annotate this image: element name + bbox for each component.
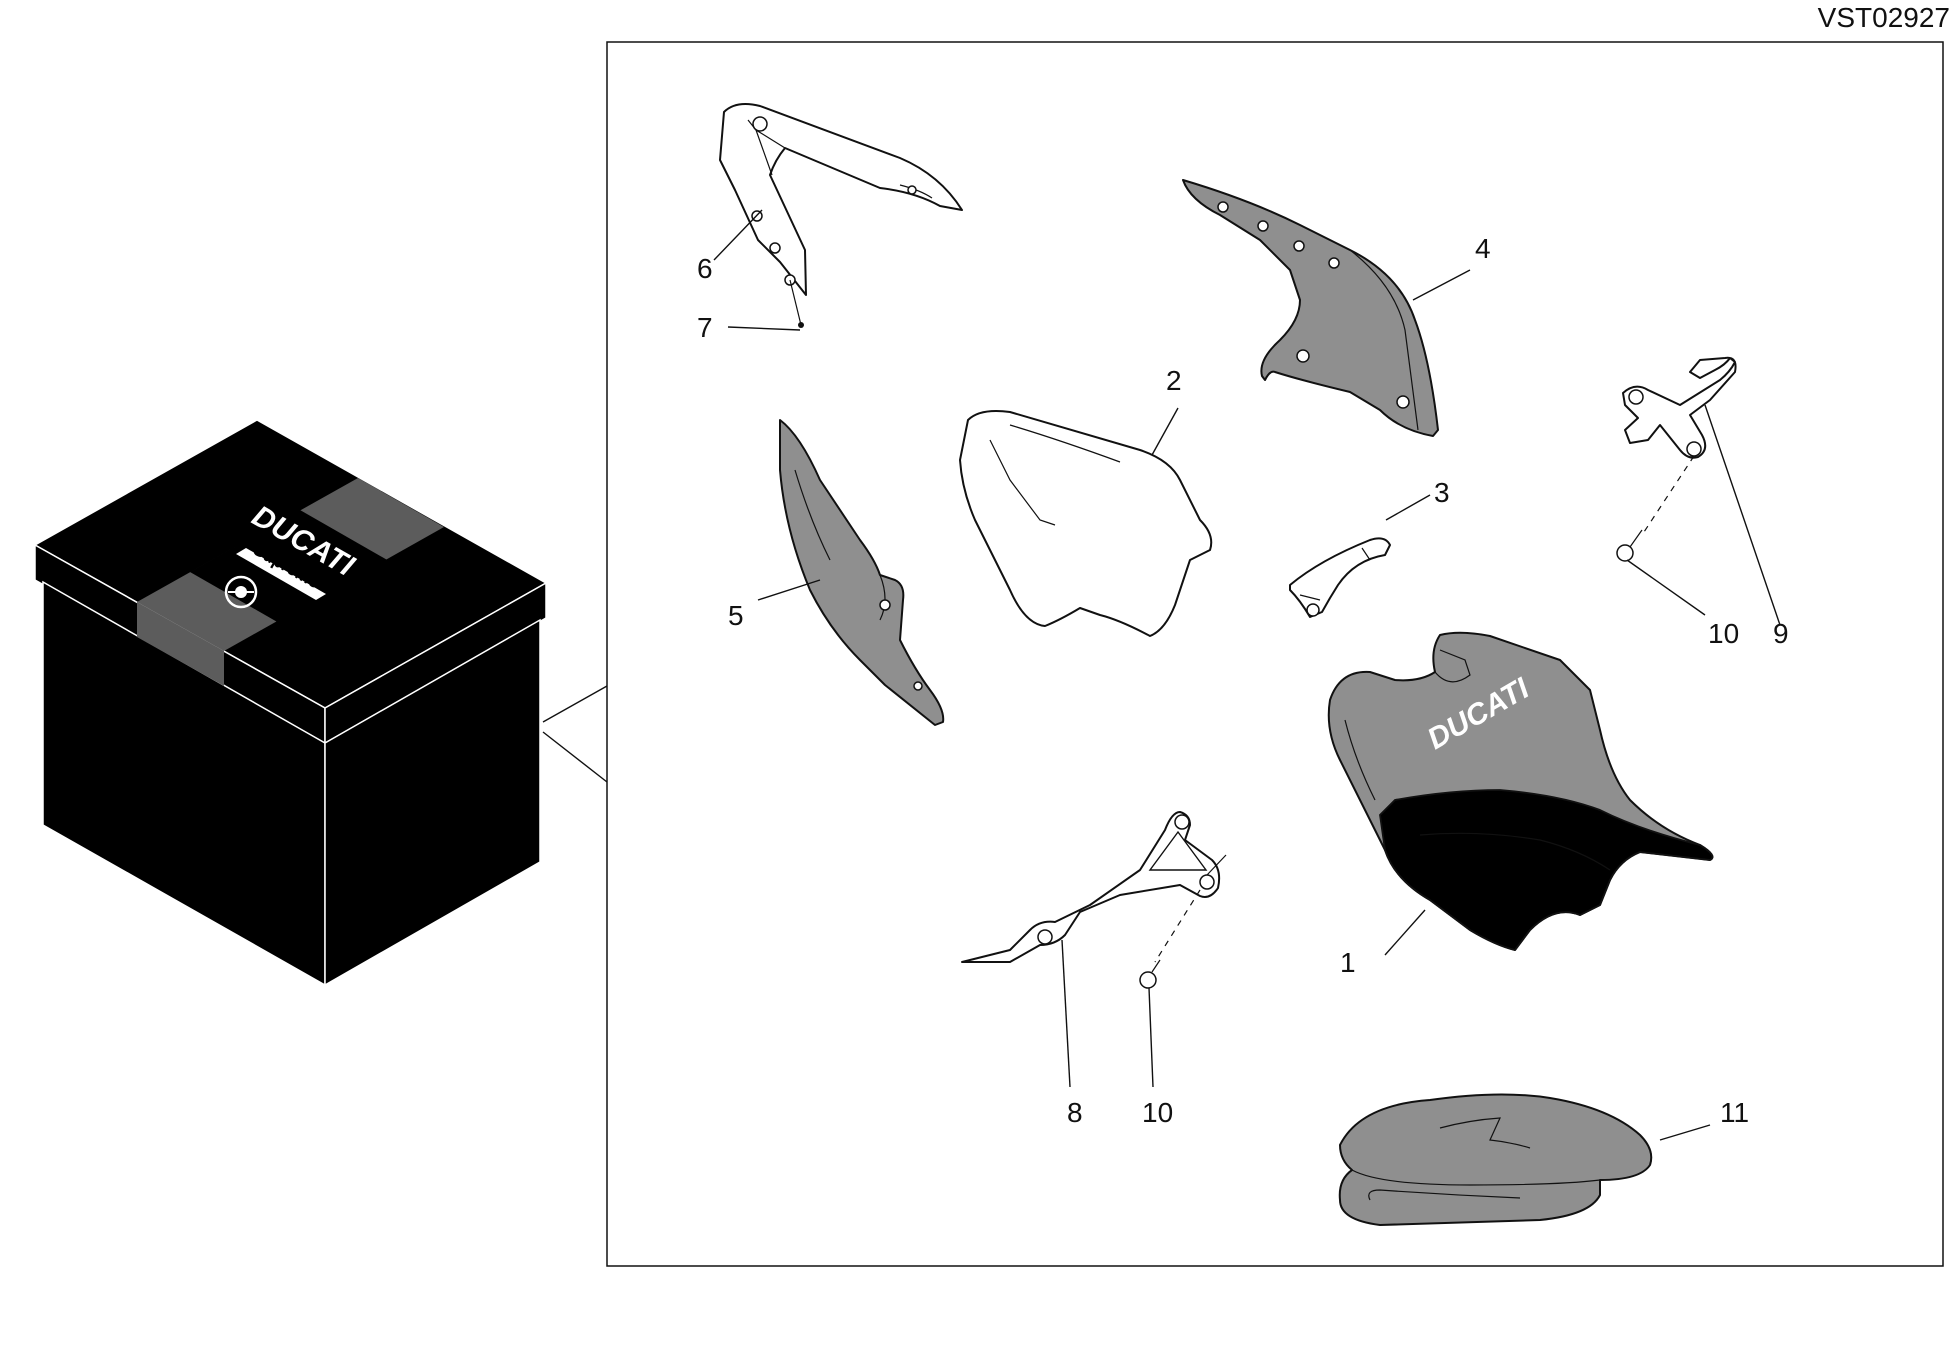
parts-frame — [606, 41, 1944, 1267]
bolt-icon — [1139, 959, 1161, 989]
box-line-plate — [236, 548, 326, 600]
callouts: 1 2 3 4 5 6 7 8 9 10 10 11 — [697, 233, 1789, 1128]
box-connector-lines — [542, 685, 608, 783]
part-8-footpeg-hanger — [961, 811, 1227, 989]
reference-code: VST02927 — [1817, 2, 1950, 33]
kit-box: DUCATI Supreme — [33, 419, 548, 987]
part-3-hook-bracket — [1289, 537, 1391, 618]
leader-lines — [713, 209, 1781, 1141]
box-lid-side — [324, 581, 547, 745]
callout-6: 6 — [697, 253, 713, 284]
callout-11: 11 — [1720, 1097, 1749, 1128]
part-11-seat-cover — [1338, 1093, 1653, 1226]
callout-1: 1 — [1340, 947, 1356, 978]
part-5-side-fairing — [779, 419, 945, 726]
callout-2: 2 — [1166, 365, 1182, 396]
box-emblem-icon — [224, 575, 258, 609]
callout-10-bottom: 10 — [1142, 1097, 1173, 1128]
part-1-seat: DUCATI — [1327, 631, 1714, 952]
box-band-front — [137, 602, 224, 686]
box-body-side — [324, 618, 541, 987]
callout-10-right: 10 — [1708, 618, 1739, 649]
callout-3: 3 — [1434, 477, 1450, 508]
callout-9: 9 — [1773, 618, 1789, 649]
callout-4: 4 — [1475, 233, 1491, 264]
callout-7: 7 — [697, 312, 713, 343]
callout-8: 8 — [1067, 1097, 1083, 1128]
part-2-seat-cowl — [959, 410, 1213, 637]
part-4-side-panel — [1182, 179, 1439, 437]
bolt-icon — [1616, 529, 1643, 562]
part-9-footpeg-bracket — [1616, 356, 1737, 562]
callout-5: 5 — [728, 600, 744, 631]
